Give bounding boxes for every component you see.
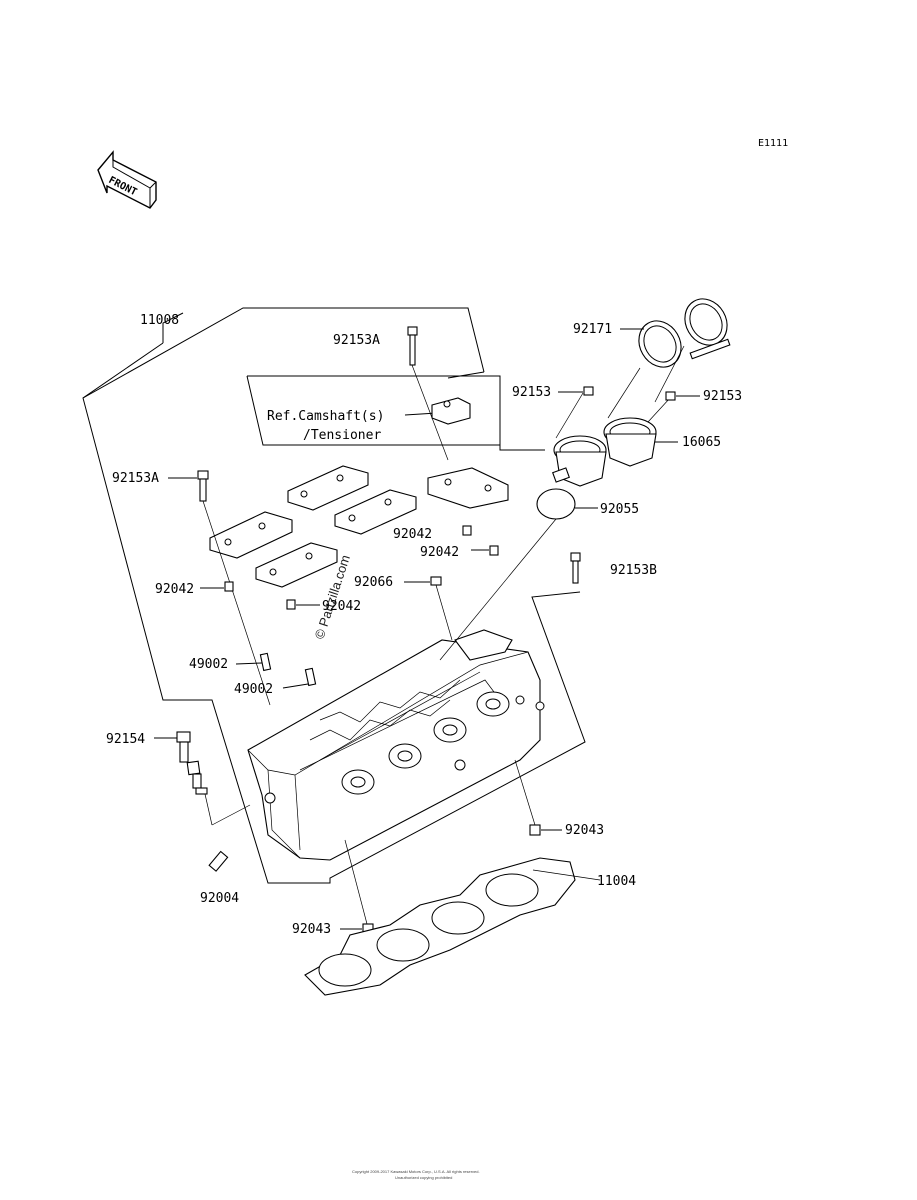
label-92004: 92004 [200, 891, 239, 906]
front-arrow-icon: FRONT [97, 150, 157, 209]
assembly-outline [82, 307, 586, 884]
label-92153-right: 92153 [703, 389, 742, 404]
screws-92153 [583, 386, 676, 401]
head-gasket-11004 [304, 857, 601, 996]
ref-camshaft-box: Ref.Camshaft(s) /Tensioner [246, 375, 545, 451]
label-49002-a: 49002 [189, 657, 228, 672]
label-92153A-left: 92153A [112, 471, 159, 486]
ref-note-line2: /Tensioner [303, 428, 381, 443]
label-16065: 16065 [682, 435, 721, 450]
diagram-code: E1111 [758, 138, 788, 149]
label-92154: 92154 [106, 732, 145, 747]
stud-92004 [208, 850, 229, 872]
cylinder-head [247, 629, 545, 861]
footer-line-2: Unauthorized copying prohibited [395, 1175, 452, 1180]
dowels-92043 [344, 759, 541, 935]
bolt-92153A-left [197, 470, 271, 706]
label-92153B: 92153B [610, 563, 657, 578]
label-92042-c: 92042 [155, 582, 194, 597]
label-92055: 92055 [600, 502, 639, 517]
camshaft-caps [209, 465, 509, 588]
label-92153-left: 92153 [512, 385, 551, 400]
leader-lines [154, 328, 700, 930]
footer-line-1: Copyright 2009-2017 Kawasaki Motors Corp… [352, 1169, 480, 1174]
label-92043-right: 92043 [565, 823, 604, 838]
bolt-92154 [176, 731, 251, 826]
label-11008: 11008 [140, 313, 179, 328]
bolt-92153A-top [407, 326, 449, 461]
label-92042-d: 92042 [322, 599, 361, 614]
label-49002-b: 49002 [234, 682, 273, 697]
label-92042-b: 92042 [420, 545, 459, 560]
holders-16065 [552, 392, 671, 487]
label-92066: 92066 [354, 575, 393, 590]
clamps-92171 [607, 298, 731, 419]
valve-guides-49002 [259, 652, 317, 687]
label-92042-a: 92042 [393, 527, 432, 542]
label-92171: 92171 [573, 322, 612, 337]
oring-92055 [439, 488, 576, 661]
oil-jet-92066 [430, 576, 453, 641]
bolt-92153B [570, 552, 581, 584]
label-92153A-top: 92153A [333, 333, 380, 348]
cam-cap-ref [431, 397, 471, 425]
label-11004: 11004 [597, 874, 636, 889]
label-92043-left: 92043 [292, 922, 331, 937]
ref-note-line1: Ref.Camshaft(s) [267, 409, 384, 424]
dowel-pins-92042 [224, 525, 499, 610]
